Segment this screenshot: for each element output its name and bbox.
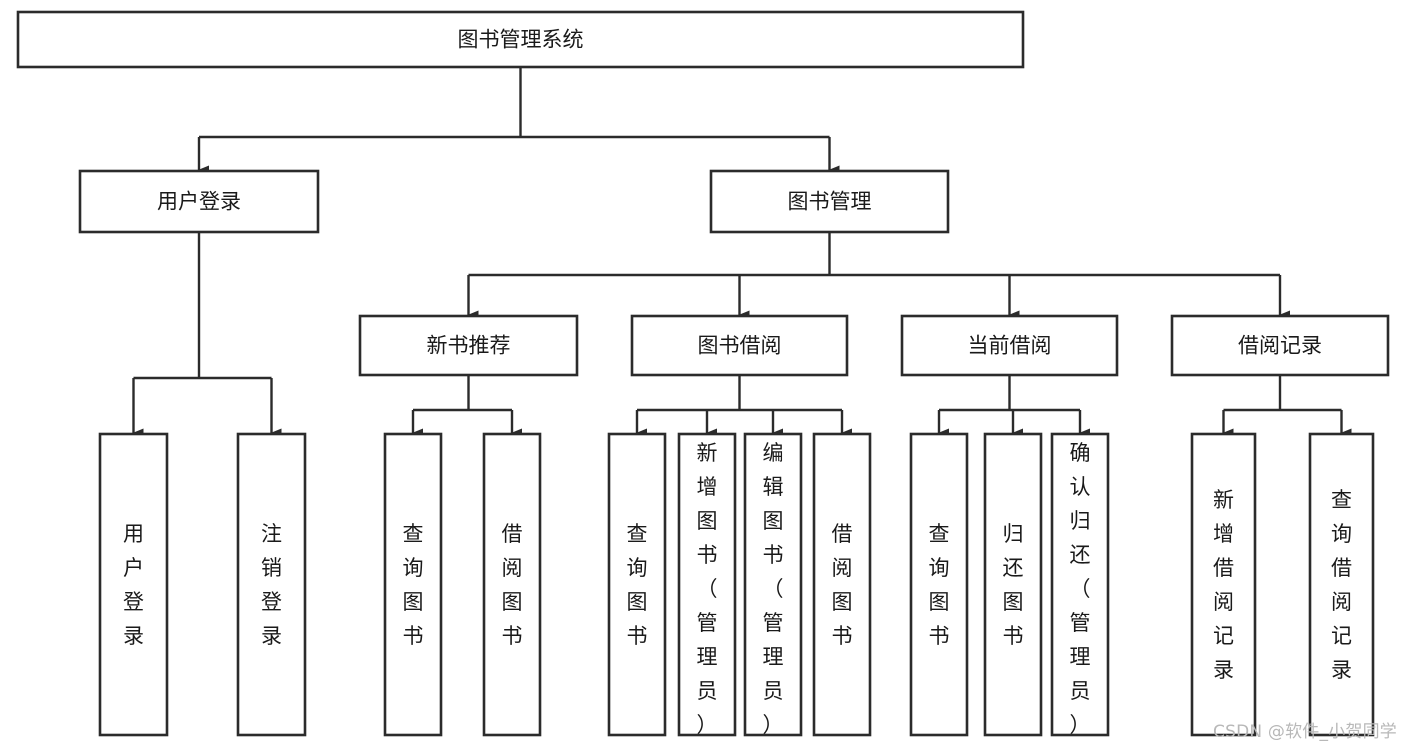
node-label: 新增图书（管理员）	[697, 441, 718, 737]
node-leaf-leaf-query-book-borrow[interactable]: 查询图书	[607, 432, 667, 737]
node-rect[interactable]	[812, 432, 872, 737]
node-label: 用户登录	[157, 190, 241, 214]
node-rect[interactable]	[98, 432, 169, 737]
node-label: 图书管理系统	[458, 28, 584, 52]
node-level2-user-login[interactable]: 用户登录	[78, 169, 320, 234]
node-leaf-leaf-query-book-recommend[interactable]: 查询图书	[383, 432, 443, 737]
node-label: 查询图书	[403, 522, 424, 648]
node-label: 新书推荐	[427, 334, 511, 358]
node-label: 图书管理	[788, 190, 872, 214]
node-level3-borrow-record[interactable]: 借阅记录	[1170, 314, 1390, 377]
node-rect[interactable]	[677, 432, 737, 737]
node-label: 查询借阅记录	[1331, 488, 1352, 682]
node-leaf-leaf-query-book-current[interactable]: 查询图书	[909, 432, 969, 737]
node-rect[interactable]	[236, 432, 307, 737]
node-leaf-leaf-add-book[interactable]: 新增图书（管理员）	[677, 432, 737, 737]
connectors-layer	[132, 67, 1352, 438]
node-rect[interactable]	[78, 169, 320, 234]
node-label: 用户登录	[123, 522, 144, 648]
node-rect[interactable]	[900, 314, 1119, 377]
node-rect[interactable]	[358, 314, 579, 377]
node-leaf-leaf-confirm-return[interactable]: 确认归还（管理员）	[1050, 432, 1110, 737]
node-rect[interactable]	[1170, 314, 1390, 377]
node-root-root[interactable]: 图书管理系统	[16, 10, 1025, 69]
boxes-layer: 图书管理系统用户登录图书管理新书推荐图书借阅当前借阅借阅记录用户登录注销登录查询…	[16, 10, 1390, 737]
node-level3-new-book-recommend[interactable]: 新书推荐	[358, 314, 579, 377]
node-level2-book-management[interactable]: 图书管理	[709, 169, 950, 234]
node-label: 归还图书	[1003, 522, 1024, 648]
node-rect[interactable]	[709, 169, 950, 234]
node-label: 查询图书	[627, 522, 648, 648]
node-rect[interactable]	[1308, 432, 1375, 737]
node-leaf-leaf-edit-book[interactable]: 编辑图书（管理员）	[743, 432, 803, 737]
node-label: 查询图书	[929, 522, 950, 648]
node-label: 确认归还（管理员）	[1070, 441, 1091, 737]
node-rect[interactable]	[482, 432, 542, 737]
node-rect[interactable]	[1050, 432, 1110, 737]
node-rect[interactable]	[607, 432, 667, 737]
node-label: 借阅图书	[502, 522, 523, 648]
node-level3-book-borrow[interactable]: 图书借阅	[630, 314, 849, 377]
node-rect[interactable]	[983, 432, 1043, 737]
node-label: 借阅记录	[1238, 334, 1322, 358]
node-leaf-leaf-user-login[interactable]: 用户登录	[98, 432, 169, 737]
node-leaf-leaf-query-borrow-record[interactable]: 查询借阅记录	[1308, 432, 1375, 737]
node-label: 借阅图书	[832, 522, 853, 648]
node-leaf-leaf-borrow-book-recommend[interactable]: 借阅图书	[482, 432, 542, 737]
node-leaf-leaf-add-borrow-record[interactable]: 新增借阅记录	[1190, 432, 1257, 737]
node-label: 新增借阅记录	[1213, 488, 1234, 682]
node-leaf-leaf-return-book[interactable]: 归还图书	[983, 432, 1043, 737]
node-rect[interactable]	[909, 432, 969, 737]
node-rect[interactable]	[383, 432, 443, 737]
node-label: 图书借阅	[698, 334, 782, 358]
node-label: 注销登录	[261, 522, 282, 648]
node-label: 编辑图书（管理员）	[763, 441, 784, 737]
node-rect[interactable]	[630, 314, 849, 377]
node-rect[interactable]	[743, 432, 803, 737]
node-leaf-leaf-borrow-book[interactable]: 借阅图书	[812, 432, 872, 737]
node-level3-current-borrow[interactable]: 当前借阅	[900, 314, 1119, 377]
node-leaf-leaf-logout-login[interactable]: 注销登录	[236, 432, 307, 737]
csdn-watermark: CSDN @软件_小贺同学	[1213, 722, 1397, 742]
node-rect[interactable]	[16, 10, 1025, 69]
node-rect[interactable]	[1190, 432, 1257, 737]
node-label: 当前借阅	[968, 334, 1052, 358]
